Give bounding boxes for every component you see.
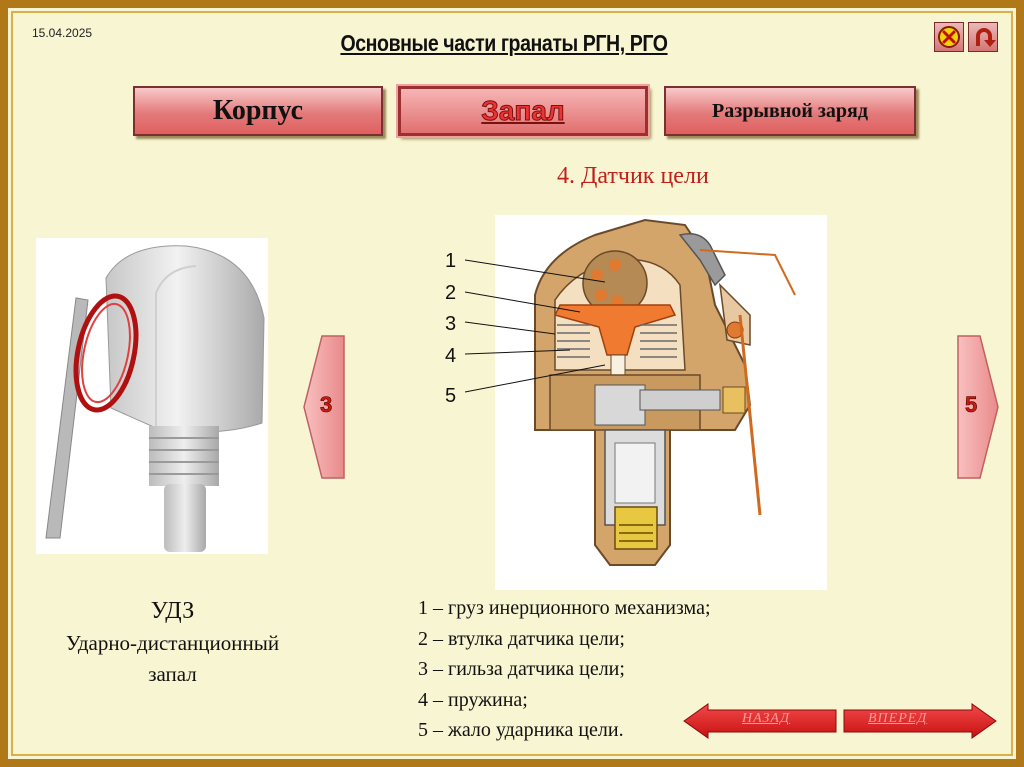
next-slide-button[interactable] [956,334,1000,480]
diagram-number-4: 4 [445,345,457,367]
target-sensor-diagram [495,215,827,590]
diagram-number-3: 3 [445,313,457,335]
return-button[interactable] [968,22,998,52]
slide-inner-border [11,11,1013,756]
close-button[interactable] [934,22,964,52]
prev-slide-label: 3 [320,392,333,418]
slide-date: 15.04.2025 [32,26,93,40]
return-icon [976,28,996,47]
page-title: Основные части гранаты РГН, РГО [340,30,668,56]
back-button-label: НАЗАД [742,711,791,726]
tab-razryvnoy-zaryad-label: Разрывной заряд [712,99,868,122]
diagram-leader-lines [464,259,606,393]
fuze-description-line1: Ударно-дистанционный [65,631,280,655]
forward-button-label: ВПЕРЕД [868,711,928,726]
legend-item: 4 – пружина; [418,688,528,711]
section-subtitle: 4. Датчик цели [557,163,709,189]
legend-item: 2 – втулка датчика цели; [418,627,625,650]
tab-korpus-label: Корпус [212,95,304,126]
tab-razryvnoy-zaryad[interactable]: Разрывной заряд [664,86,916,136]
fuze-photo [36,238,268,554]
prev-slide-button[interactable] [302,334,346,480]
legend-item: 1 – груз инерционного механизма; [418,597,711,619]
legend-item: 3 – гильза датчика цели; [418,658,625,680]
forward-button[interactable] [842,702,998,740]
diagram-number-5: 5 [445,385,457,407]
close-icon [938,26,960,48]
diagram-number-2: 2 [445,282,457,304]
next-slide-label: 5 [965,392,978,418]
tab-zapal[interactable]: Запал [398,86,648,136]
tab-korpus[interactable]: Корпус [133,86,383,136]
fuze-name: УДЗ [150,598,195,624]
diagram-number-1: 1 [445,250,457,272]
legend-item: 5 – жало ударника цели. [418,719,624,741]
diagram-legend: 1 – груз инерционного механизма; 2 – вту… [418,593,711,746]
tab-zapal-label: Запал [481,95,565,127]
fuze-description-line2: запал [148,662,197,686]
back-button[interactable] [682,702,838,740]
